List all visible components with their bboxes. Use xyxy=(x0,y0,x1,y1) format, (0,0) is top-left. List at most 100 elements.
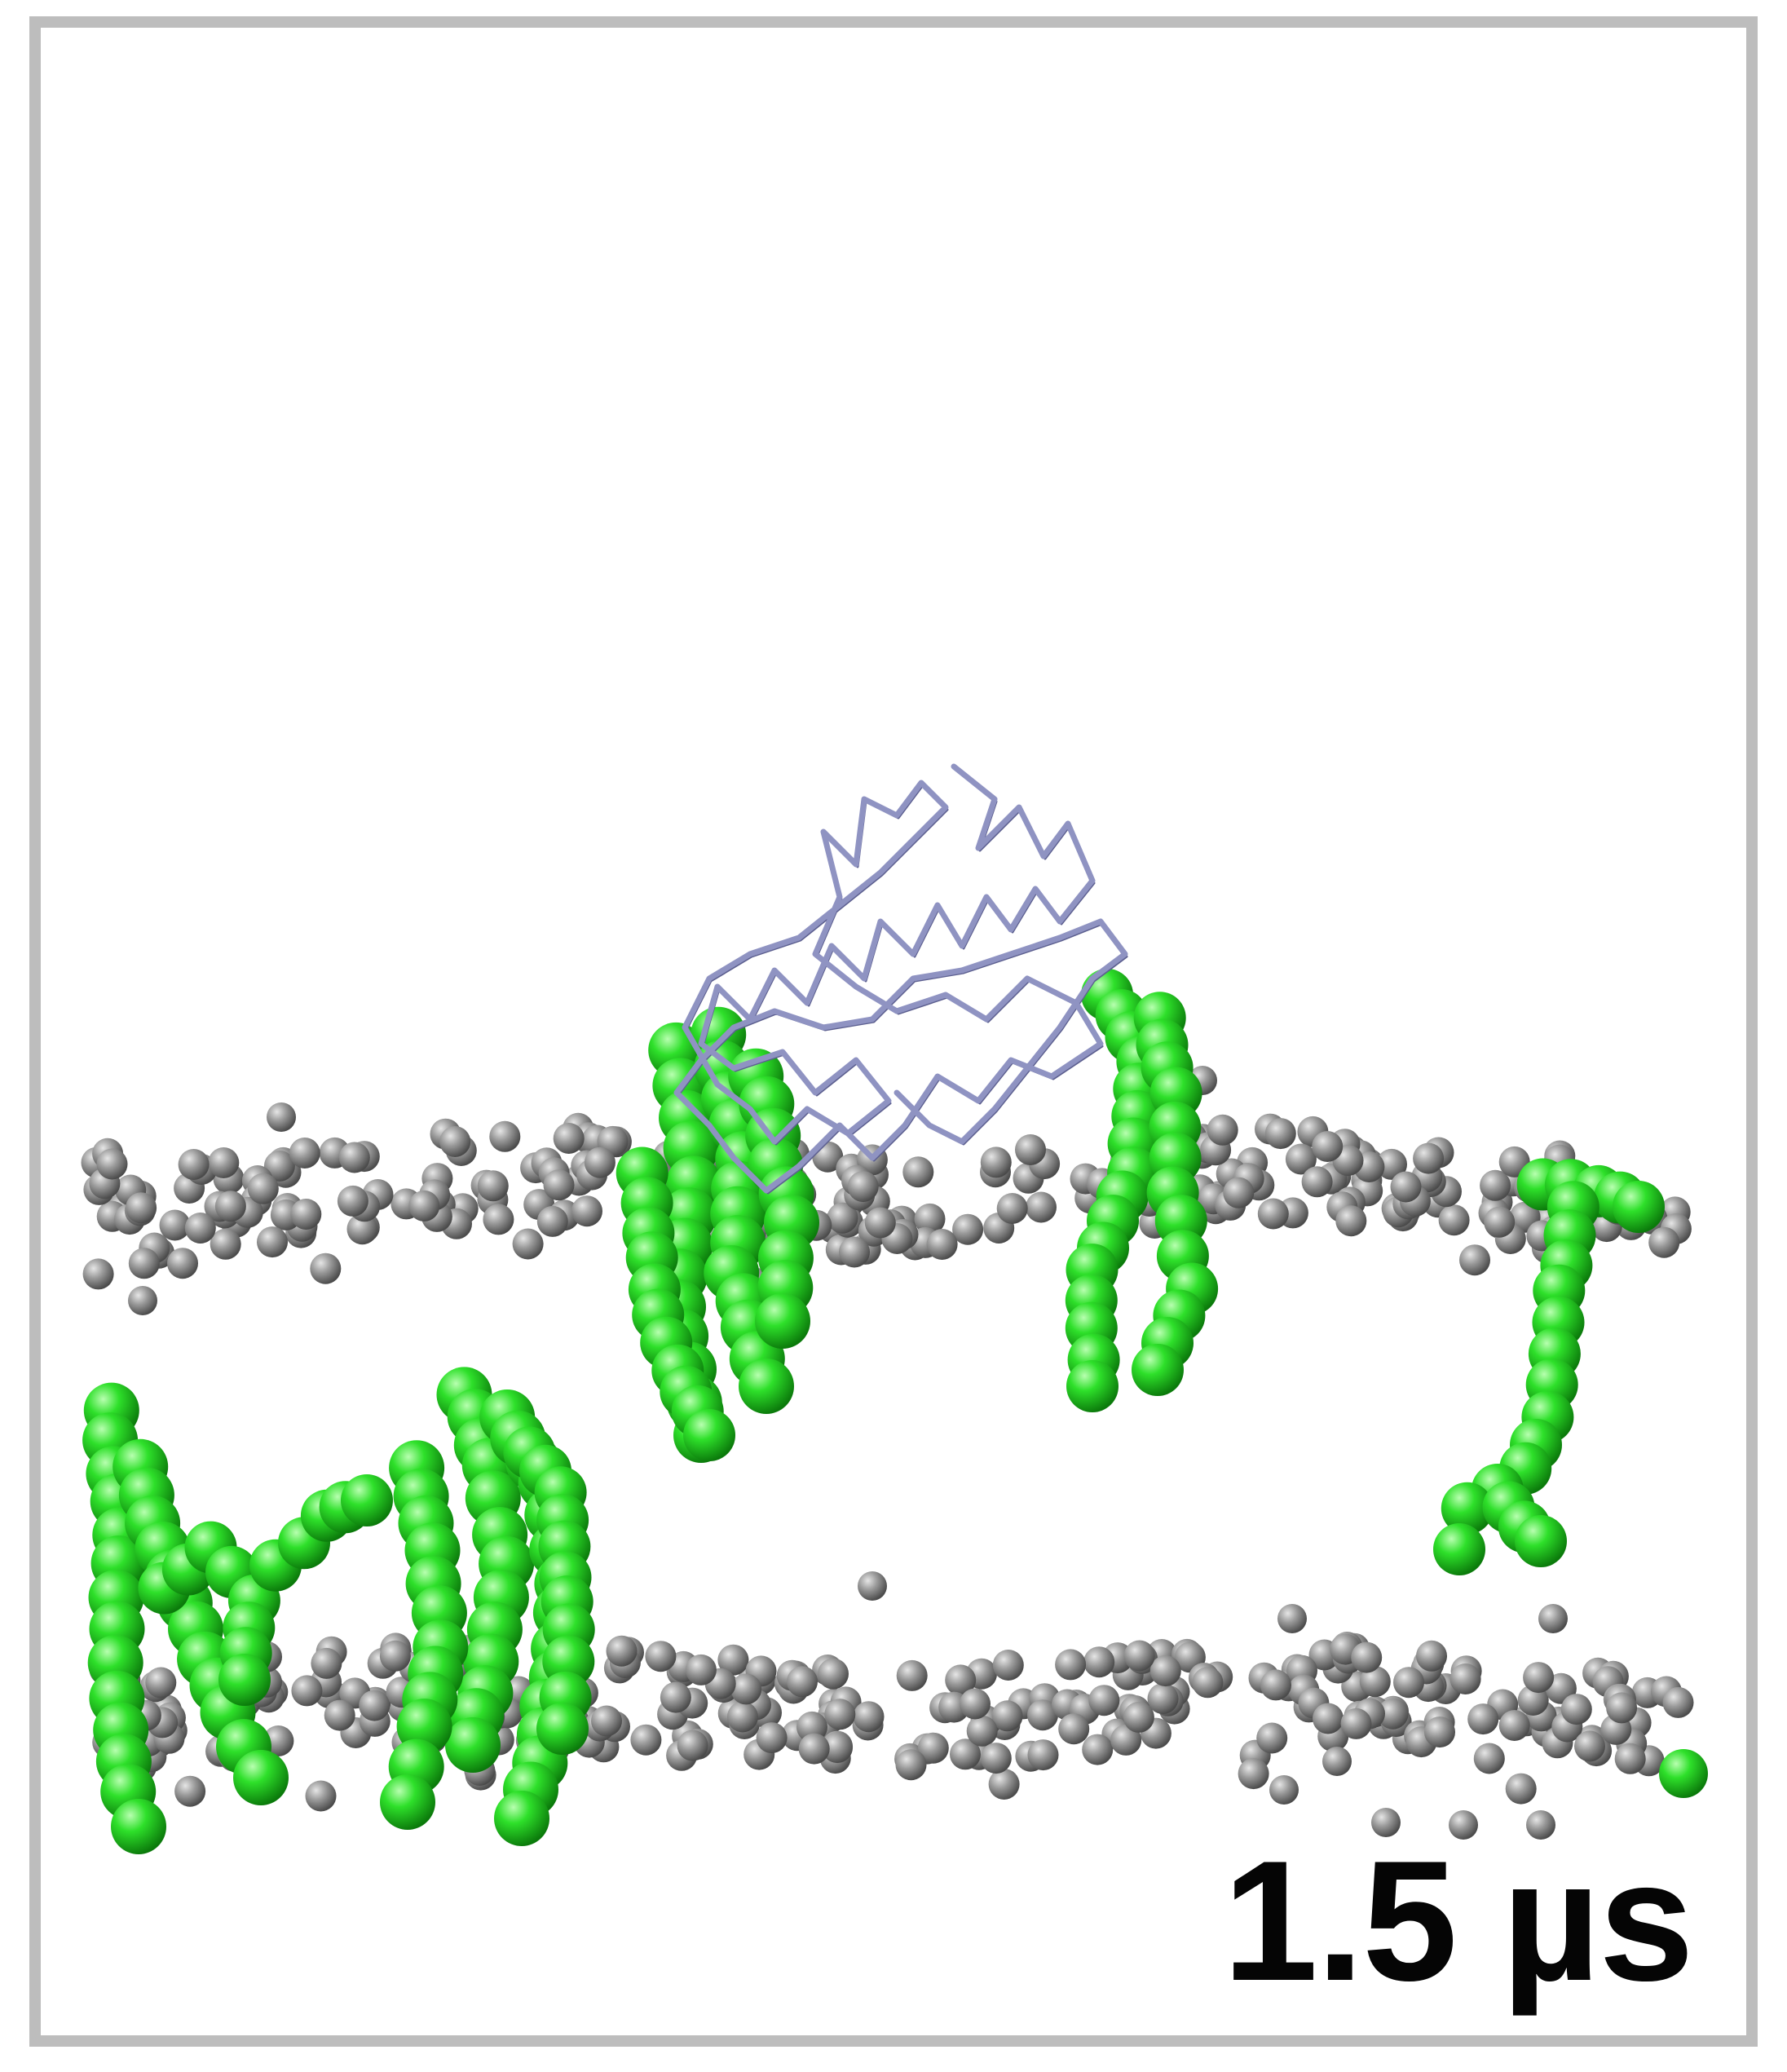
headgroup-bead xyxy=(827,1202,858,1234)
headgroup-bead xyxy=(1055,1649,1087,1681)
headgroup-bead xyxy=(178,1149,210,1180)
headgroup-bead xyxy=(896,1659,928,1691)
headgroup-bead xyxy=(338,1142,370,1173)
headgroup-bead xyxy=(1614,1743,1646,1774)
time-label: 1.5 µs xyxy=(1222,1825,1694,2017)
headgroup-bead xyxy=(1416,1640,1447,1672)
headgroup-bead xyxy=(1459,1244,1490,1276)
headgroup-bead xyxy=(839,1236,870,1268)
lipid-bead xyxy=(341,1474,393,1526)
lipid-bead xyxy=(1515,1515,1567,1567)
headgroup-bead xyxy=(346,1213,378,1245)
headgroup-bead xyxy=(1473,1743,1505,1774)
headgroup-bead xyxy=(1285,1143,1317,1175)
headgroup-bead xyxy=(895,1749,927,1781)
lipid-bead xyxy=(1132,1344,1184,1396)
headgroup-bead xyxy=(1027,1739,1059,1771)
lipid-bead xyxy=(1441,1482,1494,1535)
lipid-bead xyxy=(739,1359,794,1414)
headgroup-bead xyxy=(645,1641,677,1672)
headgroup-bead xyxy=(290,1199,322,1230)
headgroup-bead xyxy=(1207,1114,1238,1146)
headgroup-bead xyxy=(1322,1747,1352,1776)
headgroup-bead xyxy=(305,1780,337,1812)
headgroup-bead xyxy=(950,1738,981,1770)
headgroup-bead xyxy=(917,1732,949,1764)
lipid-bead xyxy=(536,1703,589,1755)
headgroup-bead xyxy=(1449,1663,1481,1694)
headgroup-bead xyxy=(1088,1685,1120,1716)
headgroup-bead xyxy=(1467,1703,1499,1735)
headgroup-bead xyxy=(980,1146,1012,1178)
headgroup-bead xyxy=(337,1185,368,1217)
lipid-bead xyxy=(494,1791,549,1846)
headgroup-bead xyxy=(960,1688,991,1720)
headgroup-bead xyxy=(1413,1142,1445,1174)
headgroup-bead xyxy=(824,1699,856,1730)
headgroup-bead xyxy=(1223,1177,1255,1208)
headgroup-bead xyxy=(214,1191,246,1222)
headgroup-bead xyxy=(543,1169,575,1201)
headgroup-bead xyxy=(483,1204,514,1235)
headgroup-bead xyxy=(1149,1655,1181,1687)
headgroup-bead xyxy=(553,1123,585,1154)
protein-backbone xyxy=(673,763,1128,1195)
headgroup-bead xyxy=(1523,1662,1555,1694)
headgroup-bead xyxy=(1257,1198,1289,1230)
headgroup-bead xyxy=(1538,1604,1568,1633)
headgroup-bead xyxy=(1015,1134,1046,1165)
lipid-bead xyxy=(755,1293,810,1349)
headgroup-bead xyxy=(787,1666,818,1698)
headgroup-bead xyxy=(853,1701,885,1733)
headgroup-bead xyxy=(945,1664,977,1696)
headgroup-bead xyxy=(477,1170,509,1202)
lipid-bead xyxy=(233,1750,289,1805)
headgroup-bead xyxy=(311,1647,342,1679)
headgroup-bead xyxy=(96,1148,128,1180)
headgroup-bead xyxy=(822,1732,853,1764)
headgroup-bead xyxy=(677,1730,708,1761)
headgroup-bead xyxy=(902,1156,934,1188)
headgroup-bead xyxy=(756,1722,788,1754)
headgroup-bead xyxy=(630,1724,662,1756)
headgroup-bead xyxy=(1393,1667,1424,1699)
headgroup-bead xyxy=(847,1171,879,1203)
headgroup-bead xyxy=(952,1213,984,1245)
headgroup-bead xyxy=(145,1667,177,1699)
headgroup-bead xyxy=(1238,1758,1269,1790)
headgroup-bead xyxy=(1371,1808,1401,1837)
headgroup-bead xyxy=(798,1733,830,1765)
lower-headgroup-layer xyxy=(89,1571,1694,1840)
headgroup-bead xyxy=(167,1248,198,1279)
headgroup-bead xyxy=(1390,1171,1422,1203)
headgroup-bead xyxy=(571,1195,602,1227)
headgroup-bead xyxy=(996,1193,1028,1224)
headgroup-bead xyxy=(128,1248,160,1279)
headgroup-bead xyxy=(1301,1166,1333,1198)
headgroup-bead xyxy=(685,1654,717,1685)
lipid-bead xyxy=(1613,1181,1665,1233)
headgroup-bead xyxy=(1123,1701,1154,1733)
headgroup-bead xyxy=(1313,1703,1344,1734)
headgroup-bead xyxy=(1376,1148,1407,1180)
headgroup-bead xyxy=(864,1207,896,1239)
headgroup-bead xyxy=(1269,1775,1299,1805)
headgroup-bead xyxy=(1264,1118,1296,1150)
headgroup-bead xyxy=(1648,1226,1680,1258)
headgroup-bead xyxy=(1351,1641,1383,1673)
headgroup-bead xyxy=(210,1228,241,1260)
headgroup-bead xyxy=(1526,1810,1555,1840)
headgroup-bead xyxy=(858,1571,887,1601)
headgroup-bead xyxy=(1574,1730,1605,1762)
headgroup-bead xyxy=(174,1775,206,1807)
headgroup-bead xyxy=(818,1658,849,1690)
headgroup-bead xyxy=(1082,1734,1114,1765)
headgroup-bead xyxy=(1026,1191,1057,1223)
headgroup-bead xyxy=(914,1203,946,1235)
lipid-bead xyxy=(111,1799,166,1854)
image-frame xyxy=(29,16,1758,2047)
headgroup-bead xyxy=(379,1640,411,1672)
headgroup-bead xyxy=(289,1138,320,1169)
headgroup-bead xyxy=(1058,1713,1090,1745)
protein-trace xyxy=(673,763,1128,1194)
